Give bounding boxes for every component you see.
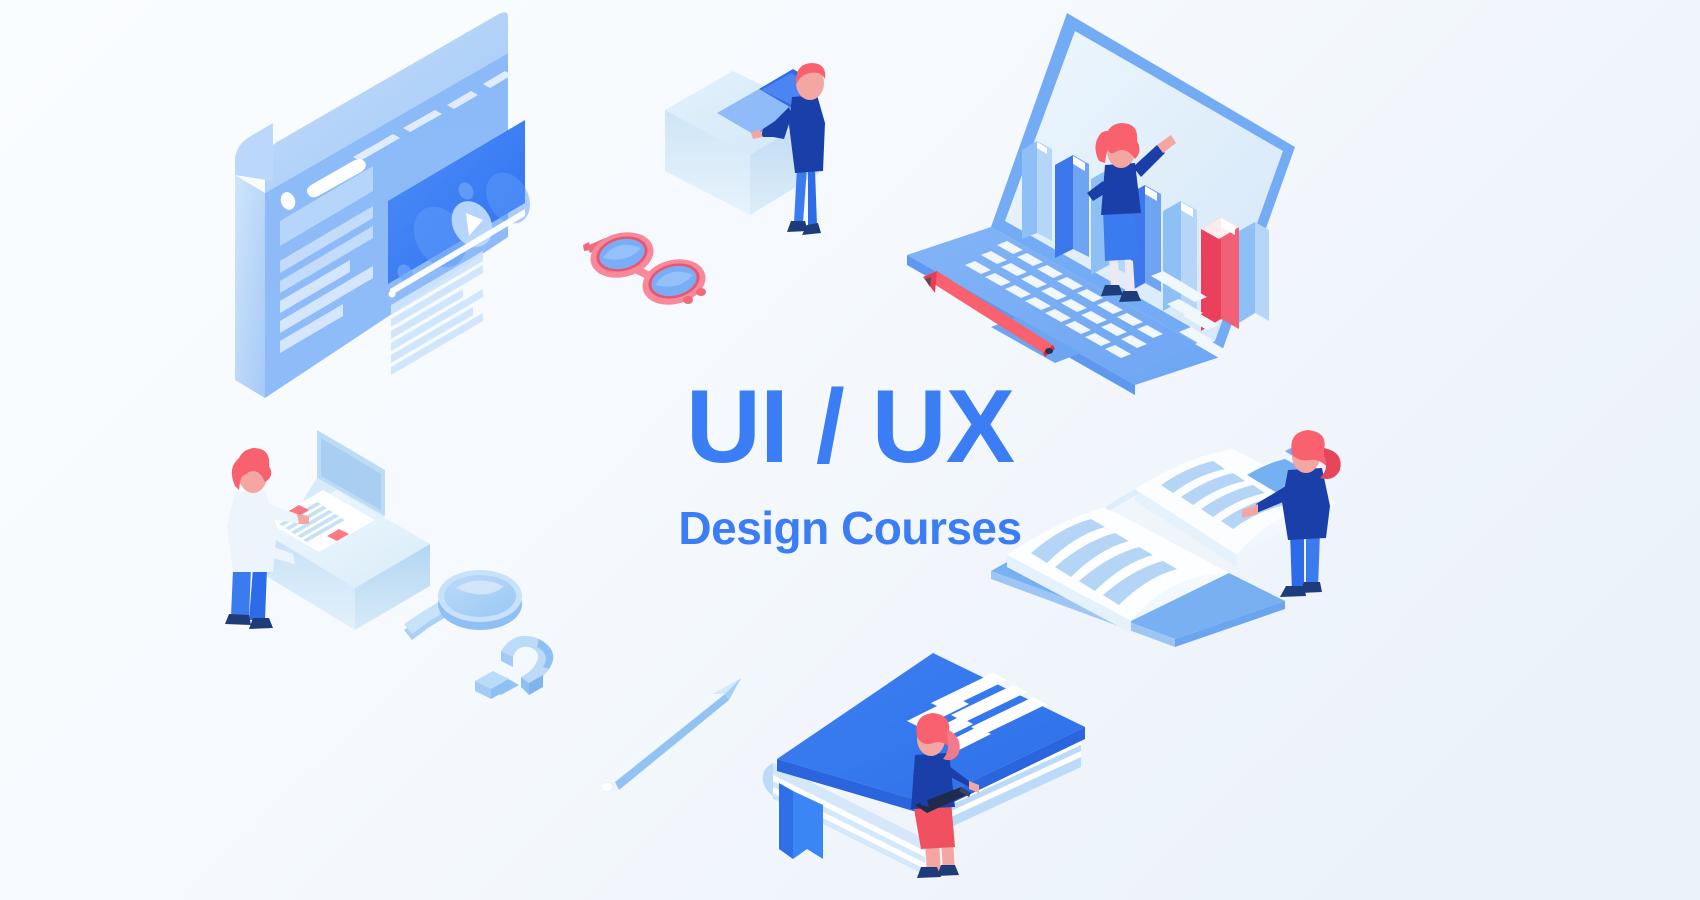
lens-right (642, 259, 706, 305)
lens-highlight (456, 580, 504, 595)
nose-pad-2 (696, 288, 706, 296)
qm-hook-back (537, 639, 554, 669)
qm-hook-side (501, 651, 513, 667)
browser-corner (235, 123, 273, 181)
hair (237, 448, 272, 482)
closed-book (755, 635, 1105, 900)
person-female-seated (911, 713, 979, 878)
hair (1291, 430, 1333, 470)
seek-handle (388, 290, 396, 298)
open-book (985, 425, 1345, 647)
browser-dot (280, 192, 296, 210)
body-text-lines (391, 251, 483, 375)
desk-right (355, 544, 430, 630)
pencil-end (602, 783, 612, 791)
hair (916, 713, 957, 751)
book-cover-edge-r (1175, 601, 1285, 647)
laptop-bookshelf (895, 5, 1315, 395)
hair (1106, 123, 1140, 159)
qm-dot-side (475, 681, 491, 699)
blue-pencil (595, 672, 795, 797)
sidebar-placeholder-lines (280, 166, 373, 353)
address-bar (353, 71, 512, 161)
question-mark (465, 625, 575, 715)
person-female-books (1087, 123, 1176, 302)
red-book (1201, 217, 1221, 331)
pencil-tip (713, 678, 741, 700)
nose-pad (683, 296, 693, 304)
lens-left (590, 232, 654, 278)
magnifier (400, 558, 550, 658)
browser-tab-pill (307, 159, 366, 198)
person-at-desk (225, 448, 309, 629)
qm-stem-side (521, 677, 529, 695)
hair (796, 63, 826, 85)
qm-stem-front (529, 675, 543, 695)
person-female-pointing (1242, 430, 1378, 610)
left-page-lines (1031, 519, 1177, 605)
book-spine (1105, 489, 1139, 511)
qm-dot-side2 (491, 679, 509, 699)
pencil-tip-dark (725, 678, 741, 700)
browser-panel (265, 53, 508, 398)
desk-workstation (205, 420, 465, 650)
video-seek-bar (390, 209, 525, 296)
pencil-body-top (603, 694, 725, 782)
person-male-standing (751, 63, 826, 235)
browser-chrome-bar (265, 12, 508, 193)
red-pencil (923, 271, 1055, 357)
standing-desk-man (655, 55, 875, 265)
browser-video-window (225, 5, 530, 415)
keyboard (965, 241, 1231, 358)
book-spine-roll (762, 763, 779, 799)
browser-left-edge (235, 175, 265, 398)
sunglasses (575, 212, 715, 312)
desk-left-side (665, 110, 750, 215)
bookmark-ribbon (779, 783, 823, 859)
book-cover-edge-left (777, 759, 927, 815)
pencil-body-front (615, 694, 729, 790)
qm-dot-top (475, 671, 509, 689)
